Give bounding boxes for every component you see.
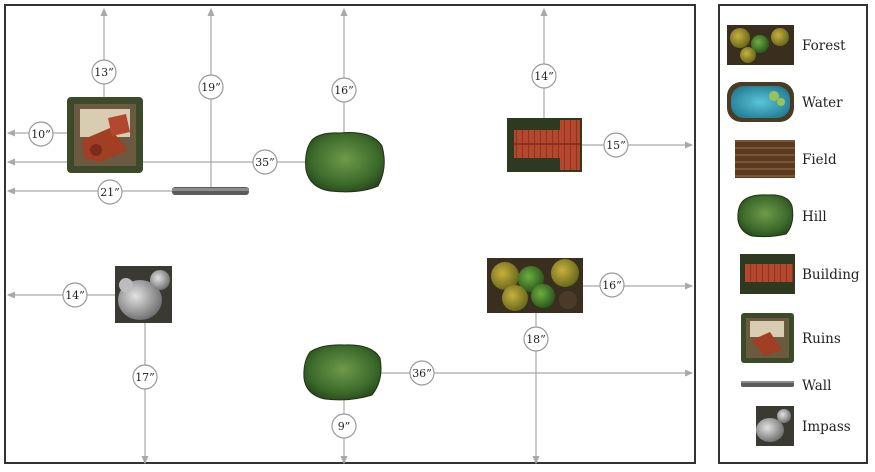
legend-label-ruins: Ruins bbox=[802, 331, 841, 347]
legend-label-forest: Forest bbox=[802, 38, 846, 54]
measurement-label: 15” bbox=[603, 132, 629, 158]
measurement-text: 14” bbox=[534, 70, 554, 83]
building-icon bbox=[507, 118, 582, 172]
measurement-label: 16” bbox=[331, 77, 357, 103]
measurement-label: 10” bbox=[28, 121, 54, 147]
map-board bbox=[4, 4, 696, 464]
measurement-labels: 13” 10” 35” 21” 19” 16” 14” 15” 14” 17” 16” 18” 36” 9… bbox=[28, 59, 629, 439]
wall-icon bbox=[741, 381, 794, 387]
measurement-text: 35” bbox=[255, 156, 275, 169]
measurement-text: 17” bbox=[135, 371, 155, 384]
legend-label-field: Field bbox=[802, 152, 837, 168]
measurement-label: 14” bbox=[531, 63, 557, 89]
measurement-text: 16” bbox=[334, 84, 354, 97]
measurement-label: 13” bbox=[91, 59, 117, 85]
legend-panel bbox=[718, 4, 868, 464]
measurement-text: 16” bbox=[602, 279, 622, 292]
measurement-label: 17” bbox=[132, 364, 158, 390]
measurement-label: 14” bbox=[62, 282, 88, 308]
wall-icon bbox=[172, 187, 249, 195]
hill-icon bbox=[737, 194, 794, 238]
forest-icon bbox=[727, 25, 794, 65]
hill-icon bbox=[303, 344, 382, 401]
measurement-label: 36” bbox=[409, 360, 435, 386]
measurement-label: 21” bbox=[97, 179, 123, 205]
legend-label-wall: Wall bbox=[802, 378, 832, 394]
ruins-icon bbox=[741, 313, 794, 363]
legend-label-hill: Hill bbox=[802, 209, 827, 225]
field-icon bbox=[735, 140, 795, 178]
measurement-label: 9” bbox=[331, 413, 357, 439]
measurement-text: 19” bbox=[201, 81, 221, 94]
building-icon bbox=[740, 254, 795, 294]
measurement-text: 18” bbox=[526, 333, 546, 346]
legend-label-impass: Impass bbox=[802, 419, 851, 435]
measurement-label: 19” bbox=[198, 74, 224, 100]
measurement-text: 13” bbox=[94, 66, 114, 79]
measurement-text: 21” bbox=[100, 186, 120, 199]
legend-icons bbox=[727, 25, 795, 446]
measurement-text: 9” bbox=[338, 420, 351, 433]
ruins-icon bbox=[67, 97, 143, 173]
impass-icon bbox=[756, 406, 794, 446]
measurement-text: 10” bbox=[31, 128, 51, 141]
measurement-label: 35” bbox=[252, 149, 278, 175]
measurement-text: 14” bbox=[65, 289, 85, 302]
measurement-label: 16” bbox=[599, 272, 625, 298]
forest-icon bbox=[487, 258, 583, 313]
measurement-text: 15” bbox=[606, 139, 626, 152]
measurement-label: 18” bbox=[523, 326, 549, 352]
impass-icon bbox=[115, 266, 172, 323]
measurement-text: 36” bbox=[412, 367, 432, 380]
hill-icon bbox=[305, 132, 385, 193]
water-icon bbox=[727, 82, 794, 122]
legend-label-water: Water bbox=[802, 95, 843, 111]
legend-label-building: Building bbox=[802, 267, 860, 283]
